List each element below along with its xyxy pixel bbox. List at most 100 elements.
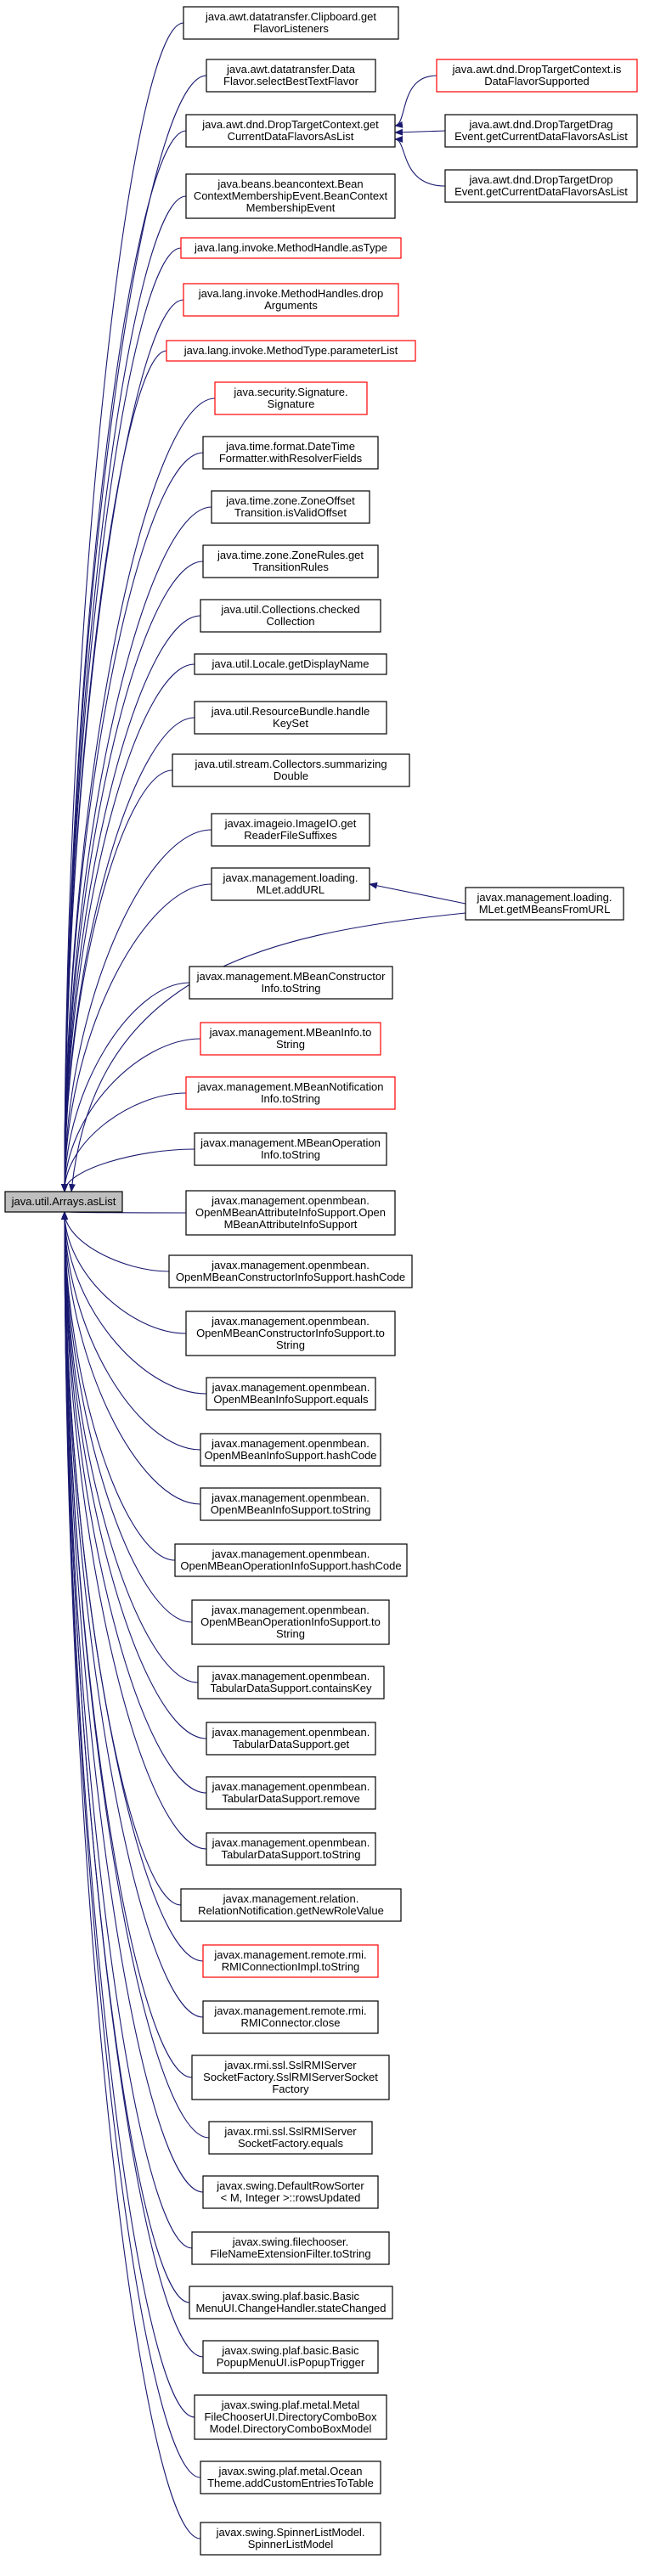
node-box bbox=[200, 599, 381, 633]
edge-caller-to-focus bbox=[61, 1211, 201, 2539]
caller-node[interactable]: javax.management.openmbean.OpenMBeanInfo… bbox=[206, 1377, 376, 1411]
caller-node[interactable]: javax.management.openmbean.OpenMBeanInfo… bbox=[200, 1487, 381, 1521]
edge-caller-to-focus bbox=[61, 1211, 176, 1561]
caller-node[interactable]: javax.management.openmbean.TabularDataSu… bbox=[206, 1832, 376, 1866]
caller-node[interactable]: javax.management.openmbean.OpenMBeanAttr… bbox=[185, 1190, 396, 1236]
node-label-line: Event.getCurrentDataFlavorsAsList bbox=[454, 185, 628, 198]
node-label-line: javax.swing.plaf.metal.Ocean bbox=[217, 2465, 362, 2477]
edge-caller-to-focus bbox=[61, 350, 167, 1192]
node-label-line: Arguments bbox=[264, 299, 318, 312]
node-label-line: javax.management.MBeanOperation bbox=[200, 1136, 381, 1149]
caller-node[interactable]: java.util.stream.Collectors.summarizingD… bbox=[172, 753, 410, 787]
caller-node[interactable]: javax.swing.SpinnerListModel.SpinnerList… bbox=[200, 2522, 381, 2556]
focus-node-java-util-arrays-aslist[interactable]: java.util.Arrays.asList bbox=[4, 1191, 123, 1213]
caller-node[interactable]: javax.rmi.ssl.SslRMIServerSocketFactory.… bbox=[191, 2055, 390, 2100]
edge-caller-to-focus bbox=[61, 883, 212, 1192]
caller-node[interactable]: java.util.Locale.getDisplayName bbox=[194, 653, 387, 675]
node-label-line: KeySet bbox=[273, 717, 308, 730]
node-label-line: FileNameExtensionFilter.toString bbox=[210, 2247, 370, 2260]
node-label-line: java.util.ResourceBundle.handle bbox=[211, 705, 370, 718]
second-level-node[interactable]: java.awt.dnd.DropTargetContext.isDataFla… bbox=[436, 59, 638, 93]
edge-caller-to-focus bbox=[61, 1211, 210, 2139]
edge-caller-to-focus bbox=[61, 829, 212, 1192]
second-level-node[interactable]: java.awt.dnd.DropTargetDropEvent.getCurr… bbox=[444, 169, 638, 203]
caller-node[interactable]: javax.management.openmbean.OpenMBeanOper… bbox=[174, 1543, 408, 1577]
caller-node[interactable]: javax.management.openmbean.TabularDataSu… bbox=[206, 1776, 376, 1810]
edge-caller-to-focus bbox=[61, 1211, 204, 2358]
caller-node[interactable]: javax.management.openmbean.OpenMBeanOper… bbox=[191, 1599, 390, 1645]
node-label-line: Flavor.selectBestTextFlavor bbox=[223, 75, 359, 87]
caller-node[interactable]: java.lang.invoke.MethodHandle.asType bbox=[180, 237, 402, 259]
caller-node[interactable]: java.awt.datatransfer.DataFlavor.selectB… bbox=[206, 59, 376, 93]
node-label-line: java.awt.dnd.DropTargetContext.is bbox=[452, 63, 622, 76]
second-level-node[interactable]: javax.management.loading.MLet.getMBeansF… bbox=[465, 887, 624, 921]
node-box bbox=[214, 381, 368, 415]
caller-node[interactable]: javax.swing.plaf.basic.BasicPopupMenuUI.… bbox=[202, 2340, 379, 2374]
node-label-line: javax.management.openmbean. bbox=[211, 1259, 370, 1271]
node-box bbox=[183, 283, 399, 317]
caller-node[interactable]: javax.management.loading.MLet.addURL bbox=[211, 867, 370, 901]
caller-node[interactable]: java.time.format.DateTimeFormatter.withR… bbox=[202, 436, 379, 470]
caller-node[interactable]: javax.management.remote.rmi.RMIConnector… bbox=[202, 2000, 379, 2034]
caller-node[interactable]: javax.imageio.ImageIO.getReaderFileSuffi… bbox=[211, 813, 370, 847]
caller-node[interactable]: java.lang.invoke.MethodHandles.dropArgum… bbox=[183, 283, 399, 317]
node-label-line: OpenMBeanConstructorInfoSupport.to bbox=[196, 1327, 385, 1339]
caller-node[interactable]: javax.management.MBeanInfo.toString bbox=[200, 1022, 381, 1056]
caller-node[interactable]: javax.swing.plaf.metal.MetalFileChooserU… bbox=[194, 2394, 387, 2440]
node-label-line: java.lang.invoke.MethodType.parameterLis… bbox=[183, 344, 398, 357]
node-label-line: MembershipEvent bbox=[246, 201, 336, 214]
node-label-line: Info.toString bbox=[261, 1148, 320, 1161]
node-label-line: java.util.Arrays.asList bbox=[11, 1195, 116, 1208]
caller-node[interactable]: java.time.zone.ZoneOffsetTransition.isVa… bbox=[211, 490, 370, 524]
caller-node[interactable]: java.security.Signature.Signature bbox=[214, 381, 368, 415]
node-box bbox=[166, 340, 416, 362]
node-label-line: Transition.isValidOffset bbox=[234, 506, 347, 519]
node-box bbox=[206, 1776, 376, 1810]
node-label-line: MLet.getMBeansFromURL bbox=[479, 903, 611, 916]
node-box bbox=[202, 2000, 379, 2034]
node-label-line: java.awt.dnd.DropTargetDrop bbox=[468, 173, 612, 186]
node-box bbox=[180, 237, 402, 259]
caller-node[interactable]: java.time.zone.ZoneRules.getTransitionRu… bbox=[202, 544, 379, 578]
caller-node[interactable]: javax.management.MBeanNotificationInfo.t… bbox=[185, 1076, 396, 1110]
edge-second-to-caller bbox=[394, 136, 446, 187]
edge-caller-to-focus bbox=[61, 1211, 207, 1794]
caller-node[interactable]: javax.management.remote.rmi.RMIConnectio… bbox=[202, 1944, 379, 1978]
caller-node[interactable]: javax.rmi.ssl.SslRMIServerSocketFactory.… bbox=[208, 2121, 373, 2155]
node-label-line: javax.management.remote.rmi. bbox=[213, 1948, 366, 1961]
caller-node[interactable]: javax.swing.plaf.basic.BasicMenuUI.Chang… bbox=[189, 2286, 393, 2320]
node-label-line: TabularDataSupport.remove bbox=[222, 1792, 360, 1805]
caller-node[interactable]: java.lang.invoke.MethodType.parameterLis… bbox=[166, 340, 416, 362]
node-box bbox=[202, 2175, 379, 2209]
caller-node[interactable]: javax.management.openmbean.TabularDataSu… bbox=[206, 1722, 376, 1756]
second-level-node[interactable]: java.awt.dnd.DropTargetDragEvent.getCurr… bbox=[444, 114, 638, 148]
node-label-line: OpenMBeanAttributeInfoSupport.Open bbox=[195, 1206, 386, 1219]
caller-node[interactable]: javax.swing.plaf.metal.OceanTheme.addCus… bbox=[200, 2460, 381, 2494]
caller-node[interactable]: javax.swing.DefaultRowSorter< M, Integer… bbox=[202, 2175, 379, 2209]
node-label-line: javax.management.MBeanInfo.to bbox=[209, 1026, 372, 1039]
caller-node[interactable]: javax.management.MBeanConstructorInfo.to… bbox=[189, 966, 393, 1000]
caller-node[interactable]: javax.management.openmbean.OpenMBeanCons… bbox=[168, 1254, 413, 1288]
caller-node[interactable]: java.awt.dnd.DropTargetContext.getCurren… bbox=[185, 114, 396, 148]
caller-node[interactable]: javax.management.openmbean.OpenMBeanInfo… bbox=[200, 1433, 381, 1467]
node-layer: java.util.Arrays.asList java.awt.datatran… bbox=[4, 6, 638, 2556]
node-box bbox=[202, 2340, 379, 2374]
caller-node[interactable]: java.awt.datatransfer.Clipboard.getFlavo… bbox=[183, 6, 399, 40]
caller-node[interactable]: javax.management.relation.RelationNotifi… bbox=[180, 1888, 402, 1922]
node-box bbox=[172, 753, 410, 787]
node-box bbox=[191, 1599, 390, 1645]
node-label-line: < M, Integer >::rowsUpdated bbox=[221, 2191, 361, 2204]
caller-node[interactable]: javax.management.openmbean.TabularDataSu… bbox=[197, 1666, 385, 1699]
caller-node[interactable]: javax.management.MBeanOperationInfo.toSt… bbox=[194, 1132, 387, 1166]
edge-caller-to-focus bbox=[61, 1211, 193, 2249]
edge-second-to-caller bbox=[394, 75, 437, 128]
node-box bbox=[211, 813, 370, 847]
node-label-line: RMIConnector.close bbox=[240, 2016, 340, 2029]
caller-node[interactable]: javax.swing.filechooser.FileNameExtensio… bbox=[191, 2231, 390, 2265]
caller-node[interactable]: java.beans.beancontext.BeanContextMember… bbox=[185, 173, 396, 219]
node-label-line: javax.swing.DefaultRowSorter bbox=[216, 2179, 364, 2192]
node-label-line: RelationNotification.getNewRoleValue bbox=[198, 1904, 384, 1917]
caller-node[interactable]: javax.management.openmbean.OpenMBeanCons… bbox=[185, 1311, 396, 1356]
